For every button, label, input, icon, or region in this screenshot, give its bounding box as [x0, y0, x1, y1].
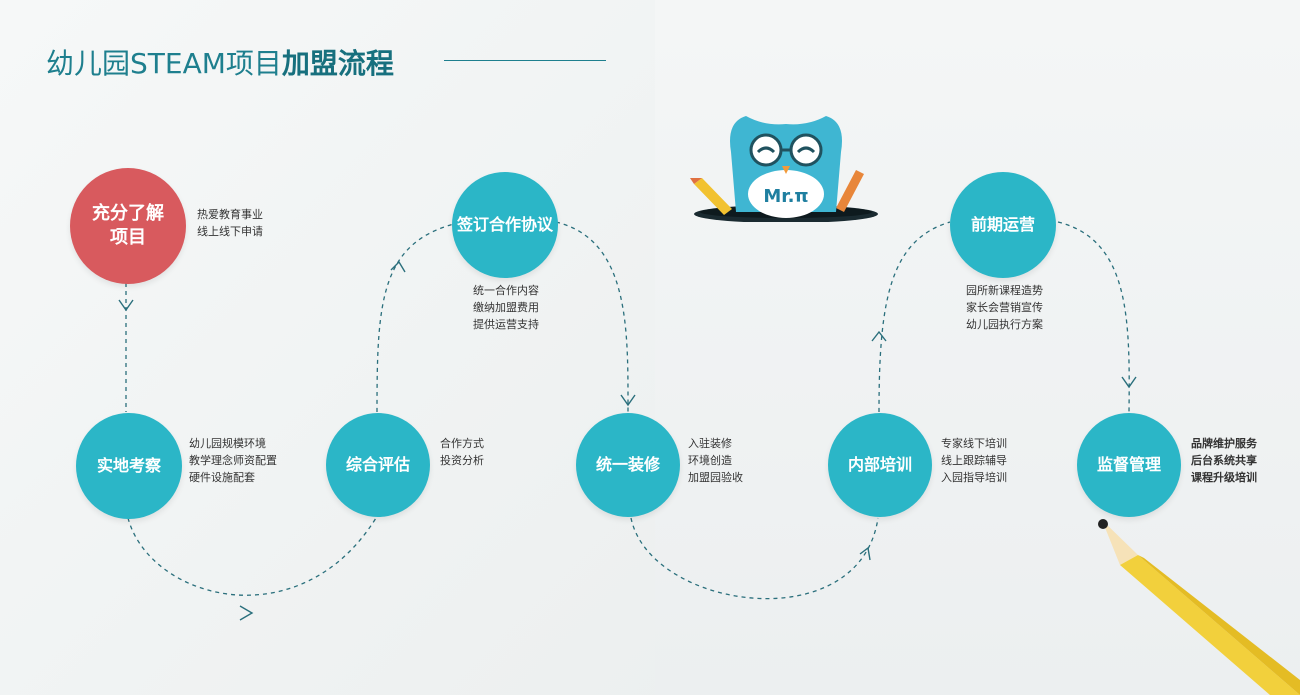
- desc-line: 后台系统共享: [1191, 454, 1257, 467]
- arrow-icon: [118, 299, 134, 312]
- arrow-icon: [239, 605, 254, 621]
- desc-line: 提供运营支持: [473, 318, 539, 331]
- desc-line: 幼儿园执行方案: [966, 318, 1043, 331]
- step-description: 入驻装修 环境创造 加盟园验收: [688, 435, 743, 486]
- step-description: 统一合作内容 缴纳加盟费用 提供运营支持: [473, 282, 539, 333]
- desc-line: 缴纳加盟费用: [473, 301, 539, 314]
- title-regular: 幼儿园STEAM项目: [46, 47, 282, 80]
- step-title: 统一装修: [595, 455, 660, 475]
- arrow-icon: [871, 330, 887, 342]
- step-title: 综合评估: [345, 455, 410, 475]
- desc-line: 线上线下申请: [197, 225, 263, 238]
- desc-line: 合作方式: [440, 437, 484, 450]
- desc-line: 热爱教育事业: [197, 208, 263, 221]
- title-divider: [444, 60, 606, 61]
- step-description: 合作方式 投资分析: [440, 435, 484, 469]
- desc-line: 线上跟踪辅导: [941, 454, 1007, 467]
- step-circle-renovation: 统一装修: [576, 413, 680, 517]
- desc-line: 专家线下培训: [941, 437, 1007, 450]
- path-segment-3: [376, 221, 463, 413]
- path-segment-6: [878, 221, 951, 413]
- arrow-icon: [859, 546, 871, 561]
- desc-line: 园所新课程造势: [966, 284, 1043, 297]
- step-description: 热爱教育事业 线上线下申请: [197, 206, 263, 240]
- step-description: 幼儿园规模环境 教学理念师资配置 硬件设施配套: [189, 435, 277, 486]
- step-title: 监督管理: [1096, 455, 1161, 475]
- desc-line: 投资分析: [440, 454, 484, 467]
- desc-line: 品牌维护服务: [1191, 437, 1257, 450]
- step-description: 品牌维护服务 后台系统共享 课程升级培训: [1191, 435, 1257, 486]
- step-title: 签订合作协议: [456, 215, 553, 235]
- desc-line: 入驻装修: [688, 437, 732, 450]
- step-title: 内部培训: [847, 455, 912, 475]
- owl-mascot-icon: Mr.π: [690, 116, 878, 222]
- title-bold: 加盟流程: [281, 47, 394, 80]
- step-circle-understand-project: 充分了解 项目: [70, 168, 186, 284]
- desc-line: 幼儿园规模环境: [189, 437, 266, 450]
- step-circle-site-inspection: 实地考察: [76, 413, 182, 519]
- arrow-icon: [620, 394, 636, 407]
- step-title: 前期运营: [970, 215, 1035, 235]
- desc-line: 家长会营销宣传: [966, 301, 1043, 314]
- right-page-background: [655, 0, 1300, 695]
- desc-line: 加盟园验收: [688, 471, 743, 484]
- step-circle-internal-training: 内部培训: [828, 413, 932, 517]
- step-title-line: 项目: [110, 227, 146, 248]
- step-circle-sign-agreement: 签订合作协议: [452, 172, 558, 278]
- step-title: 实地考察: [96, 456, 161, 476]
- path-segment-2: [127, 517, 377, 596]
- page-title: 幼儿园STEAM项目加盟流程: [46, 42, 394, 82]
- step-circle-evaluation: 综合评估: [326, 413, 430, 517]
- path-segment-5: [630, 517, 879, 600]
- step-description: 专家线下培训 线上跟踪辅导 入园指导培训: [941, 435, 1007, 486]
- mascot-label: Mr.π: [763, 186, 808, 207]
- desc-line: 课程升级培训: [1191, 471, 1257, 484]
- desc-line: 统一合作内容: [473, 284, 539, 297]
- arrow-icon: [1121, 376, 1137, 389]
- desc-line: 入园指导培训: [941, 471, 1007, 484]
- step-circle-supervision: 监督管理: [1077, 413, 1181, 517]
- pencil-icon: [1098, 519, 1300, 695]
- desc-line: 硬件设施配套: [189, 471, 255, 484]
- desc-line: 环境创造: [688, 454, 732, 467]
- step-title-line: 充分了解: [92, 202, 164, 224]
- path-segment-4: [555, 221, 629, 413]
- arrow-icon: [390, 260, 406, 273]
- step-description: 园所新课程造势 家长会营销宣传 幼儿园执行方案: [966, 282, 1043, 333]
- path-segment-7: [1057, 221, 1130, 413]
- step-circle-early-operation: 前期运营: [950, 172, 1056, 278]
- desc-line: 教学理念师资配置: [189, 454, 277, 467]
